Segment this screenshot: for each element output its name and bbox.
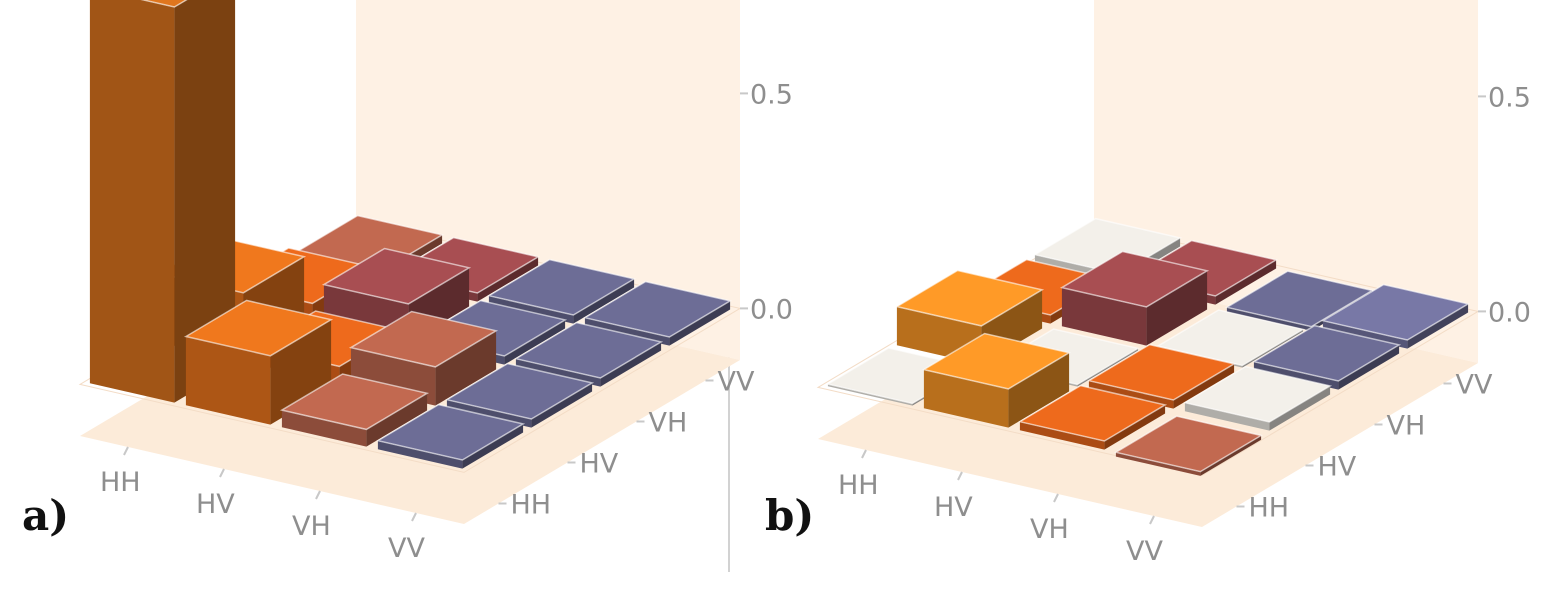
y-tick-label: VV — [718, 367, 755, 398]
bar-top-face — [1032, 217, 1183, 275]
x-tick-label: VH — [1030, 514, 1069, 545]
panel-label-a: a) — [22, 491, 69, 540]
bar-side-face — [462, 423, 524, 469]
bar-top-face — [921, 332, 1072, 390]
y-tick-label: VV — [1456, 370, 1493, 401]
x-tick-mark — [957, 471, 963, 481]
y-tick-label: HH — [1249, 493, 1290, 524]
bar-side-face — [1269, 385, 1331, 431]
bar-side-face — [1008, 352, 1070, 428]
x-tick-label: HH — [838, 470, 879, 501]
y-tick-label: HV — [1318, 452, 1357, 483]
bar-top-face — [375, 403, 526, 461]
bar-side-face — [573, 278, 635, 324]
bar-side-face — [531, 382, 593, 428]
z-tick-label: 0.5 — [750, 79, 793, 110]
x-tick-mark — [123, 446, 129, 456]
bar-side-face — [1338, 344, 1400, 390]
bar-front-face — [281, 410, 367, 447]
bar-side-face — [1104, 404, 1166, 450]
bar-side-face — [504, 319, 566, 365]
bar-top-face — [1224, 270, 1375, 328]
bar-front-face — [377, 440, 463, 469]
bar — [89, 0, 236, 403]
bar-top-face — [321, 247, 472, 305]
x-tick-label: VH — [292, 511, 331, 542]
bar-top-face — [183, 299, 334, 357]
z-tick-label: 0.0 — [750, 294, 793, 325]
x-tick-mark — [411, 512, 417, 522]
bar — [1113, 415, 1264, 476]
bar-top-face — [1113, 415, 1264, 473]
x-tick-label: HV — [934, 492, 973, 523]
bar-side-face — [1146, 270, 1208, 346]
x-tick-mark — [1149, 515, 1155, 525]
bar-front-face — [1184, 402, 1270, 431]
x-tick-label: HV — [196, 489, 235, 520]
bar-front-face — [1115, 452, 1201, 476]
bar-side-face — [1200, 435, 1262, 476]
bar-top-face — [444, 362, 595, 420]
bar-top-face — [348, 310, 499, 368]
bar-side-face — [669, 300, 731, 346]
bar-top-face — [1017, 384, 1168, 442]
bar-top-face — [894, 269, 1045, 327]
x-tick-mark — [219, 468, 225, 478]
bar-top-face — [140, 0, 188, 8]
bar-top-face — [582, 280, 733, 338]
bar-top-face — [1086, 343, 1237, 401]
bar-side-face — [1215, 259, 1277, 305]
bar-front-face — [1019, 421, 1105, 450]
y-tick-label: VH — [649, 408, 688, 439]
bar — [375, 403, 526, 469]
bar-top-face — [279, 373, 430, 431]
bar-top-face — [1320, 283, 1471, 341]
bar-top-face — [513, 321, 664, 379]
bar-side-face — [477, 256, 539, 302]
bar — [1182, 365, 1333, 431]
bar-top-face — [1251, 324, 1402, 382]
bar-side-face — [366, 393, 428, 447]
bar — [279, 373, 430, 447]
x-tick-mark — [315, 490, 321, 500]
x-tick-mark — [1053, 493, 1059, 503]
bar — [1059, 250, 1210, 346]
y-tick-label: HV — [580, 449, 619, 480]
z-tick-label: 0.0 — [1488, 297, 1531, 328]
bar-side-face — [174, 0, 236, 403]
panel-label-b: b) — [765, 491, 814, 540]
bar — [1017, 384, 1168, 450]
bar — [921, 332, 1072, 428]
bar-front-face — [185, 336, 271, 425]
bar-side-face — [435, 330, 497, 406]
bar-side-face — [270, 319, 332, 425]
y-tick-label: HH — [511, 490, 552, 521]
x-tick-label: VV — [388, 533, 425, 564]
bar-front-face — [89, 0, 175, 403]
bar-top-face — [1059, 250, 1210, 308]
x-tick-label: HH — [100, 467, 141, 498]
bar — [183, 299, 334, 425]
x-tick-mark — [861, 449, 867, 459]
bar-side-face — [1173, 363, 1235, 409]
bar-top-face — [486, 258, 637, 316]
z-tick-label: 0.5 — [1488, 82, 1531, 113]
bar-top-face — [1182, 365, 1333, 423]
x-tick-label: VV — [1126, 536, 1163, 567]
bar-front-face — [1226, 307, 1312, 331]
y-tick-label: VH — [1387, 411, 1426, 442]
bar-side-face — [600, 341, 662, 387]
bar-side-face — [1407, 303, 1469, 349]
